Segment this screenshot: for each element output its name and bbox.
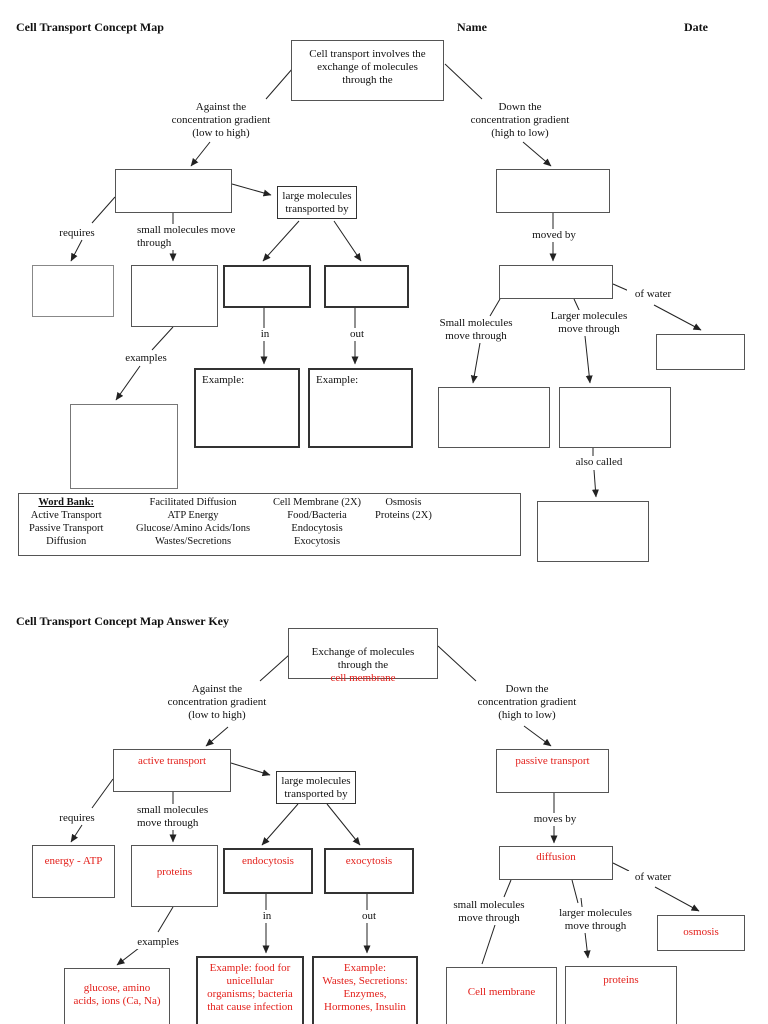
word-bank-item: ATP Energy (167, 509, 219, 521)
word-bank-item: Facilitated Diffusion (149, 497, 237, 508)
word-bank-item: Active Transport (30, 509, 102, 521)
example-out-box: Example: (308, 368, 413, 448)
ak-of-water-label: of water (627, 871, 679, 884)
word-bank-item: Osmosis (385, 497, 422, 508)
blank-active-transport-box (115, 169, 232, 213)
also-called-label: also called (568, 456, 630, 469)
blank-also-called-box (537, 501, 649, 562)
ak-endocytosis-box: endocytosis (223, 848, 313, 894)
ak-small-molecules-right-label: small molecules move through (443, 899, 535, 925)
word-bank-item: Glucose/Amino Acids/Ions (136, 522, 251, 534)
name-label: Name (457, 20, 487, 34)
blank-cell-membrane-box (438, 387, 550, 448)
word-bank-item: Endocytosis (291, 522, 343, 534)
ak-glucose-box: glucose, amino acids, ions (Ca, Na) (64, 968, 170, 1024)
ak-exocytosis-box: exocytosis (324, 848, 414, 894)
small-molecules-right-label: Small molecules move through (429, 317, 523, 343)
ak-small-molecules-label: small molecules move through (136, 804, 210, 830)
blank-examples-box (70, 404, 178, 489)
requires-label: requires (59, 227, 95, 239)
blank-diffusion-box (499, 265, 613, 299)
larger-molecules-right-label: Larger molecules move through (540, 310, 638, 336)
against-gradient-label: Against the concentration gradient (low … (171, 101, 271, 139)
ak-root-box: Exchange of molecules through the cell m… (288, 628, 438, 684)
ak-osmosis-box: osmosis (657, 915, 745, 951)
word-bank-col1: Word Bank: Active Transport Passive Tran… (29, 497, 103, 549)
word-bank-box: Word Bank: Active Transport Passive Tran… (18, 493, 521, 556)
ak-in-label: in (255, 910, 279, 923)
word-bank-item: Wastes/Secretions (154, 535, 232, 547)
ak-example-out-box: Example: Wastes, Secretions: Enzymes, Ho… (312, 956, 418, 1024)
word-bank-col3: Cell Membrane (2X) Food/Bacteria Endocyt… (273, 497, 361, 549)
ak-against-gradient-label: Against the concentration gradient (low … (167, 683, 267, 721)
blank-endocytosis-box (223, 265, 311, 308)
page-title: Cell Transport Concept Map (16, 20, 164, 34)
word-bank-col2: Facilitated Diffusion ATP Energy Glucose… (136, 497, 250, 549)
ak-larger-molecules-right-label: larger molecules move through (547, 907, 644, 933)
ak-down-gradient-label: Down the concentration gradient (high to… (477, 683, 577, 721)
word-bank-col4: Osmosis Proteins (2X) (375, 497, 432, 523)
blank-passive-transport-box (496, 169, 610, 213)
example-in-box: Example: (194, 368, 300, 448)
ak-out-label: out (356, 910, 382, 923)
date-label: Date (684, 20, 708, 34)
word-bank-item: Cell Membrane (2X) (273, 497, 362, 508)
ak-cell-membrane-box: Cell membrane (446, 967, 557, 1024)
ak-energy-atp-box: energy - ATP (32, 845, 115, 898)
large-molecules-label-box: large molecules transported by (277, 186, 357, 219)
ak-moves-by-label: moves by (524, 813, 586, 826)
ak-example-in-box: Example: food for unicellular organisms;… (196, 956, 304, 1024)
blank-energy-box (32, 265, 114, 317)
answer-key-title: Cell Transport Concept Map Answer Key (16, 614, 229, 628)
down-gradient-label: Down the concentration gradient (high to… (470, 101, 570, 139)
ak-requires-label: requires (59, 812, 95, 824)
word-bank-item: Proteins (2X) (375, 509, 432, 521)
of-water-label: of water (627, 288, 679, 301)
blank-osmosis-box (656, 334, 745, 370)
word-bank-item: Passive Transport (29, 522, 104, 534)
word-bank-item: Food/Bacteria (287, 509, 347, 521)
ak-large-molecules-label-box: large molecules transported by (276, 771, 356, 804)
ak-passive-transport-box: passive transport (496, 749, 609, 793)
ak-proteins-box: proteins (131, 845, 218, 907)
ak-examples-label: examples (131, 936, 185, 949)
ak-root-text: Exchange of molecules through the (311, 646, 415, 671)
root-box: Cell transport involves the exchange of … (291, 40, 444, 101)
blank-proteins-right-box (559, 387, 671, 448)
ak-diffusion-box: diffusion (499, 846, 613, 880)
examples-label: examples (119, 352, 173, 365)
small-molecules-label: small molecules move through (136, 224, 237, 250)
ak-root-answer: cell membrane (330, 672, 396, 684)
word-bank-item: Exocytosis (293, 535, 341, 547)
in-label: in (253, 328, 277, 341)
word-bank-item: Diffusion (46, 535, 87, 547)
word-bank-title: Word Bank: (38, 497, 95, 508)
blank-exocytosis-box (324, 265, 409, 308)
moved-by-label: moved by (523, 229, 585, 242)
blank-proteins-box (131, 265, 218, 327)
ak-active-transport-box: active transport (113, 749, 231, 792)
ak-proteins-right-box: proteins (565, 966, 677, 1024)
out-label: out (344, 328, 370, 341)
